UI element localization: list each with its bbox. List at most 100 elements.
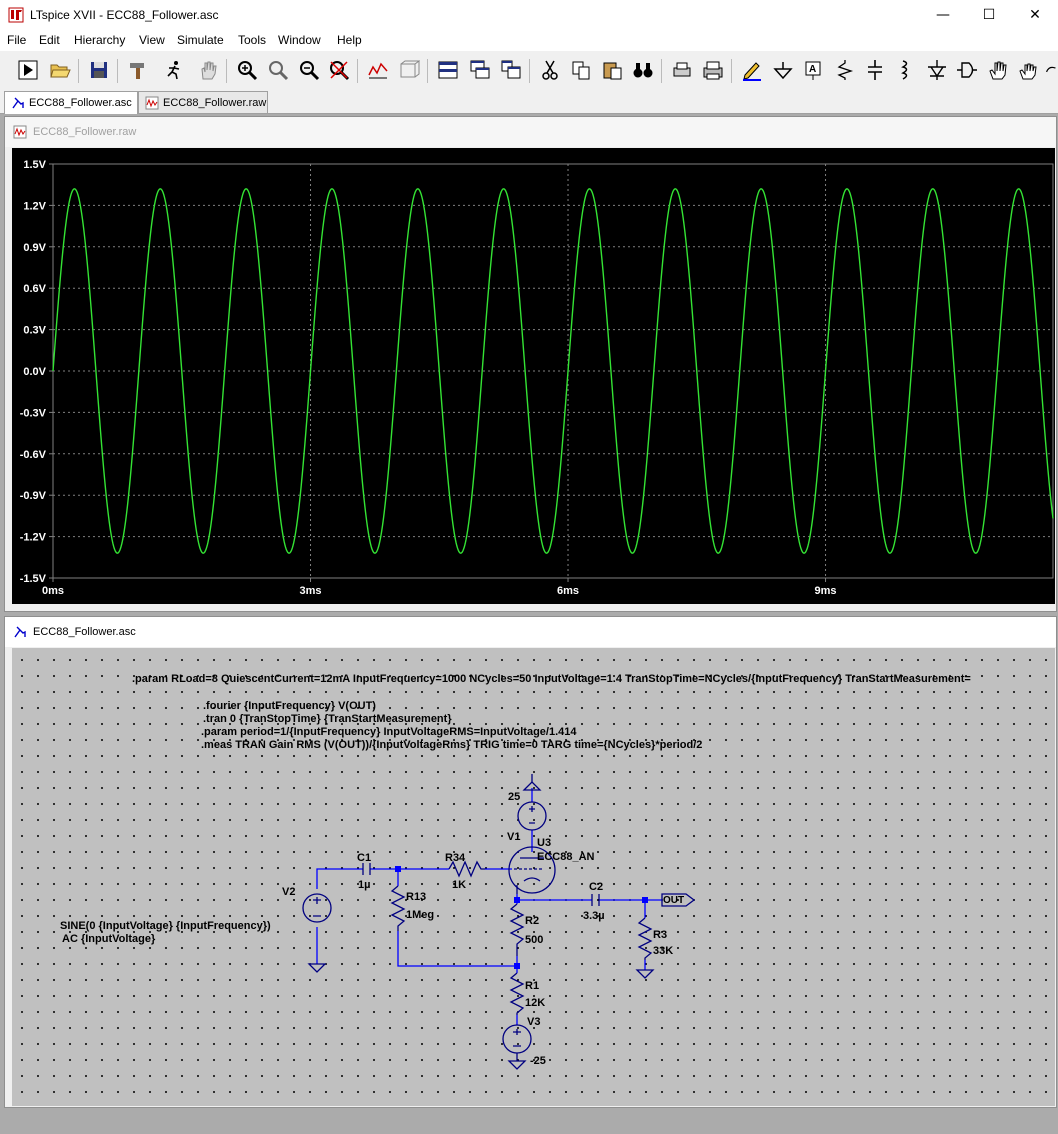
v1-name[interactable]: V1 (507, 831, 521, 843)
resistor-icon[interactable] (832, 57, 858, 83)
menu-edit[interactable]: Edit (39, 33, 60, 47)
tab-waveform[interactable]: ECC88_Follower.raw (138, 91, 268, 113)
y-tick-label: 0.3V (23, 325, 46, 337)
c2-value[interactable]: 3.3µ (583, 910, 605, 922)
toolbar: A (0, 51, 1058, 90)
print-icon[interactable] (700, 57, 726, 83)
tile-horizontal-icon[interactable] (435, 57, 461, 83)
y-tick-label: -0.3V (20, 407, 47, 419)
halt-hand-icon[interactable] (195, 57, 221, 83)
menu-simulate[interactable]: Simulate (177, 33, 224, 47)
v3-value[interactable]: -25 (530, 1055, 546, 1067)
v-out-trace (52, 188, 1054, 554)
r3-name[interactable]: R3 (653, 929, 668, 941)
y-tick-label: 0.9V (23, 242, 46, 254)
inductor-icon[interactable] (892, 57, 918, 83)
close-button[interactable]: ✕ (1029, 7, 1041, 23)
r2-value[interactable]: 500 (525, 934, 544, 946)
autorange-icon[interactable] (365, 57, 391, 83)
ground-icon[interactable] (770, 57, 796, 83)
schematic-icon (12, 97, 24, 109)
v2-ac[interactable]: AC {InputVoltage} (62, 933, 156, 945)
ltspice-logo-icon (8, 7, 24, 23)
waveform-chart[interactable]: 1.5V1.2V0.9V0.6V0.3V0.0V-0.3V-0.6V-0.9V-… (12, 148, 1055, 604)
v2-sine[interactable]: SINE(0 {InputVoltage} {InputFrequency}) (60, 920, 271, 932)
r1-value[interactable]: 12K (525, 997, 546, 1009)
c2-name[interactable]: C2 (589, 881, 604, 893)
minimize-button[interactable]: — (936, 7, 950, 23)
copy-icon[interactable] (568, 57, 594, 83)
component-icon[interactable] (954, 57, 980, 83)
zoom-in-icon[interactable] (234, 57, 260, 83)
svg-text:A: A (809, 64, 816, 75)
y-tick-label: 1.2V (23, 200, 46, 212)
y-tick-label: -1.5V (20, 573, 47, 585)
window-title: LTspice XVII - ECC88_Follower.asc (30, 8, 219, 22)
directive-tran[interactable]: .tran 0 {TranStopTime} {TranStartMeasure… (203, 713, 452, 725)
v1-value[interactable]: 25 (508, 791, 521, 803)
waveform-icon (145, 96, 159, 109)
menu-hierarchy[interactable]: Hierarchy (74, 33, 126, 47)
capacitor-icon[interactable] (862, 57, 888, 83)
v3-name[interactable]: V3 (527, 1016, 541, 1028)
grid-toggle-icon[interactable] (396, 57, 422, 83)
menu-help[interactable]: Help (337, 33, 362, 47)
save-icon[interactable] (86, 57, 112, 83)
diode-icon[interactable] (924, 57, 950, 83)
run-figure-icon[interactable] (161, 57, 187, 83)
zoom-fit-icon[interactable] (326, 57, 352, 83)
u3-value[interactable]: ECC88_AN (537, 851, 595, 863)
label-net-icon[interactable]: A (800, 57, 826, 83)
open-folder-icon[interactable] (47, 57, 73, 83)
menu-view[interactable]: View (139, 33, 165, 47)
run-icon[interactable] (15, 57, 41, 83)
tile-vertical-icon[interactable] (498, 57, 524, 83)
menu-tools[interactable]: Tools (238, 33, 267, 47)
directive-meas[interactable]: .meas TRAN Gain RMS (V(OUT))/{InputVolta… (201, 739, 703, 751)
schematic-canvas[interactable]: .param RLoad=8 QuiescentCurrent=12mA Inp… (12, 648, 1055, 1106)
paste-icon[interactable] (599, 57, 625, 83)
r34-name[interactable]: R34 (445, 852, 466, 864)
directive-param[interactable]: .param RLoad=8 QuiescentCurrent=12mA Inp… (132, 673, 971, 685)
zoom-pan-icon[interactable] (265, 57, 291, 83)
draw-wire-pencil-icon[interactable] (739, 57, 765, 83)
r13-value[interactable]: 1Meg (406, 909, 435, 921)
menu-window[interactable]: Window (278, 33, 321, 47)
r3-value[interactable]: 33K (653, 945, 674, 957)
find-binoculars-icon[interactable] (630, 57, 656, 83)
menu-file[interactable]: File (7, 33, 27, 47)
waveform-icon (13, 125, 27, 139)
undo-icon[interactable] (1044, 57, 1058, 83)
directive-fourier[interactable]: .fourier {InputFrequency} V(OUT) (203, 700, 376, 712)
v2-name[interactable]: V2 (282, 886, 296, 898)
print-preview-icon[interactable] (669, 57, 695, 83)
cut-icon[interactable] (537, 57, 563, 83)
control-panel-hammer-icon[interactable] (125, 57, 151, 83)
schematic-window-title: ECC88_Follower.asc (5, 617, 1056, 647)
components (302, 774, 696, 1070)
c1-value[interactable]: 1µ (358, 879, 371, 891)
tab-label: ECC88_Follower.raw (163, 96, 267, 109)
directive-param-period[interactable]: .param period=1/{InputFrequency} InputVo… (201, 726, 577, 738)
u3-name[interactable]: U3 (537, 837, 552, 849)
schematic-icon (14, 626, 26, 638)
drag-hand-icon[interactable] (1015, 57, 1041, 83)
cascade-windows-icon[interactable] (467, 57, 493, 83)
x-tick-label: 6ms (557, 585, 579, 597)
r2-name[interactable]: R2 (525, 915, 540, 927)
move-hand-icon[interactable] (985, 57, 1011, 83)
menu-bar: File Edit Hierarchy View Simulate Tools … (0, 30, 1058, 51)
maximize-button[interactable]: ☐ (982, 7, 996, 23)
schematic-window[interactable]: ECC88_Follower.asc (4, 616, 1057, 1108)
c1-name[interactable]: C1 (357, 852, 372, 864)
zoom-out-icon[interactable] (296, 57, 322, 83)
r34-value[interactable]: 1K (452, 879, 467, 891)
r13-name[interactable]: R13 (406, 891, 427, 903)
y-tick-label: 0.6V (23, 283, 46, 295)
tab-schematic[interactable]: ECC88_Follower.asc (4, 91, 138, 114)
r1-name[interactable]: R1 (525, 980, 540, 992)
out-label[interactable]: OUT (663, 895, 685, 906)
